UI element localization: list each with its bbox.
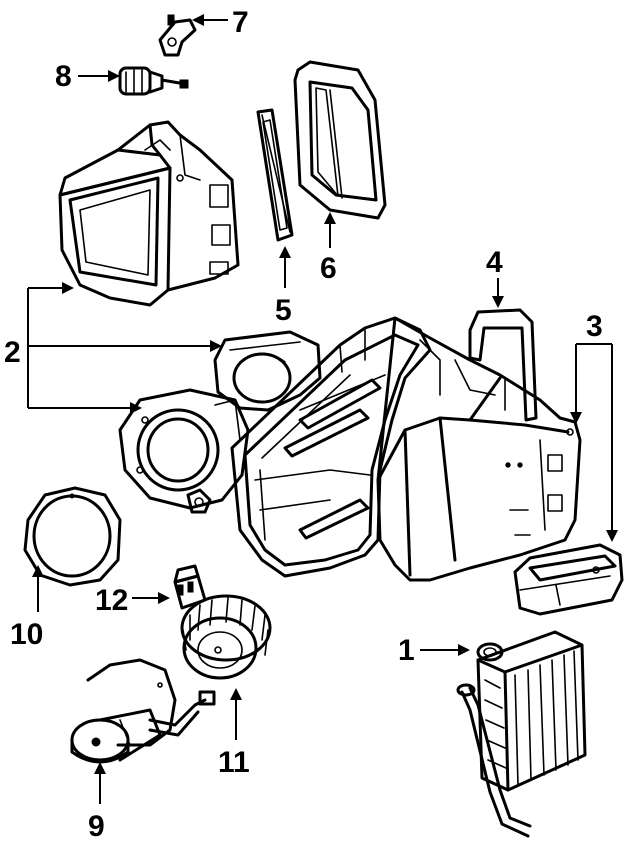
callout-10: 10	[10, 565, 44, 651]
callout-1: 1	[398, 634, 470, 667]
part-3-cover	[513, 543, 624, 616]
callout-label-8: 8	[55, 60, 72, 93]
part-2-housing-upper	[58, 120, 240, 307]
callout-7: 7	[192, 6, 249, 39]
callout-label-3: 3	[586, 310, 603, 343]
part-2-blower-housing	[118, 388, 250, 514]
callout-label-7: 7	[232, 6, 249, 39]
part-6-gasket	[293, 60, 387, 220]
callout-label-6: 6	[320, 252, 337, 285]
part-10-ring	[23, 486, 122, 587]
callout-label-10: 10	[10, 618, 43, 651]
part-9-blower-motor	[70, 658, 216, 764]
callout-2: 2	[4, 282, 222, 414]
callout-label-5: 5	[275, 294, 292, 327]
callout-6: 6	[320, 212, 337, 285]
callout-12: 12	[95, 584, 170, 617]
part-11-blower-wheel	[180, 594, 272, 680]
callout-4: 4	[486, 246, 504, 308]
main-case-right	[376, 316, 582, 582]
callout-9: 9	[88, 762, 106, 843]
part-8-switch	[118, 66, 189, 96]
callout-11: 11	[218, 688, 250, 779]
part-1-evaporator	[456, 630, 587, 838]
part-5-seal	[256, 108, 294, 242]
callout-5: 5	[275, 246, 292, 327]
callout-label-4: 4	[486, 246, 503, 279]
callout-label-9: 9	[88, 810, 105, 843]
part-7-sensor	[158, 14, 197, 57]
part-2-scroll	[213, 330, 322, 412]
part-4-seal	[468, 308, 538, 422]
callout-8: 8	[55, 60, 120, 93]
callout-label-11: 11	[218, 746, 250, 779]
callout-3: 3	[570, 310, 618, 542]
callout-label-1: 1	[398, 634, 415, 667]
callout-label-2: 2	[4, 336, 21, 369]
main-case-left	[230, 316, 432, 578]
callout-label-12: 12	[95, 584, 128, 617]
